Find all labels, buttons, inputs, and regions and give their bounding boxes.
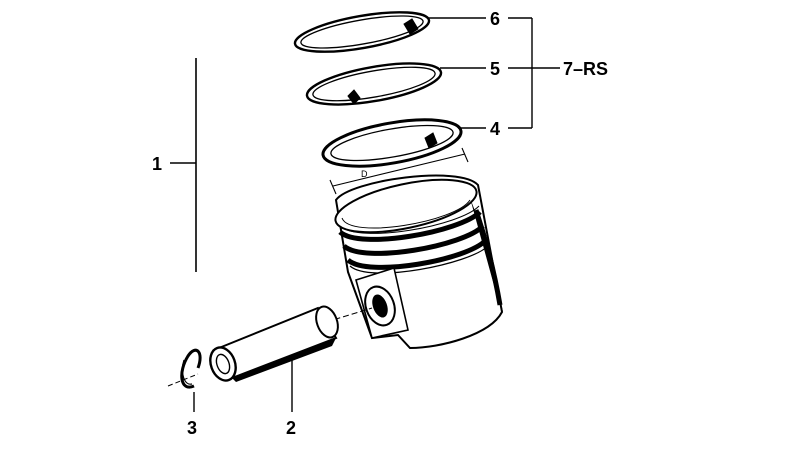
diameter-label: D xyxy=(361,169,368,179)
piston-body xyxy=(334,174,504,350)
circlip xyxy=(180,348,202,389)
callout-ring-5: 5 xyxy=(490,59,501,79)
piston-ring-6 xyxy=(293,11,431,53)
callout-circlip: 3 xyxy=(187,418,198,438)
diameter-dimension xyxy=(329,147,469,195)
piston-ring-4 xyxy=(321,118,463,168)
callout-ring-4: 4 xyxy=(490,119,501,139)
callout-piston-assembly: 1 xyxy=(152,154,163,174)
bracket-ring-set xyxy=(508,17,560,129)
callout-ring-6: 6 xyxy=(490,9,501,29)
piston-ring-5 xyxy=(305,62,443,106)
bracket-piston-assembly xyxy=(170,58,197,272)
piston-pin xyxy=(209,305,339,382)
callout-piston-pin: 2 xyxy=(286,418,297,438)
callout-ring-set: 7–RS xyxy=(563,59,609,79)
pin-axis-line xyxy=(167,373,199,387)
